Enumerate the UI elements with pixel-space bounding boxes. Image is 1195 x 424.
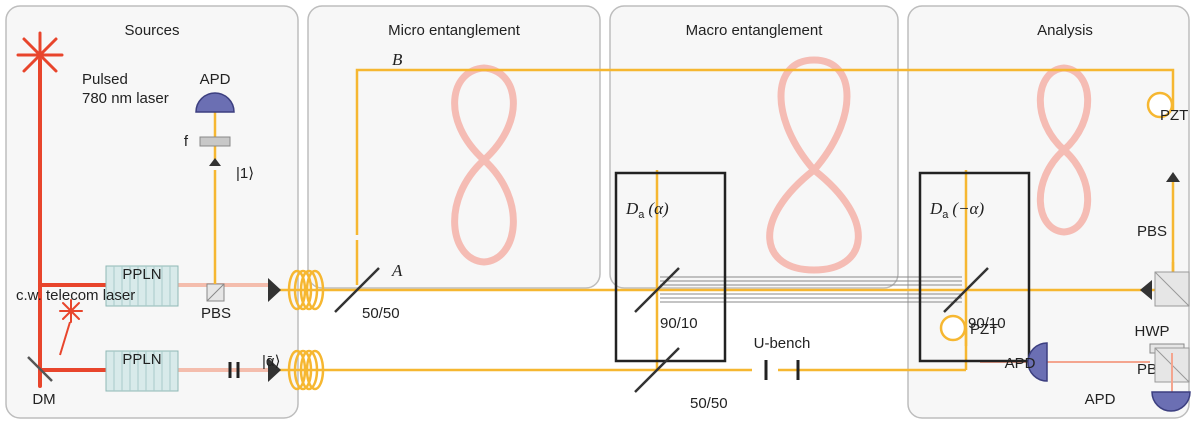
cw-laser-burst-icon bbox=[59, 299, 83, 323]
pbs-analysis-top-label: PBS bbox=[1137, 223, 1167, 240]
pzt-icon bbox=[1146, 91, 1174, 119]
cw-laser-beam bbox=[59, 321, 71, 356]
pzt-icon bbox=[939, 314, 967, 342]
mode-b-label: B bbox=[392, 50, 403, 69]
apd-detector-icon bbox=[1151, 391, 1191, 412]
fiber-coil-icon bbox=[287, 349, 325, 391]
hwp-label: HWP bbox=[1135, 323, 1170, 340]
bs-bottom-label: 50/50 bbox=[690, 395, 728, 412]
beam-splitter-icon bbox=[634, 347, 680, 393]
da-plus-label: Da(α) bbox=[625, 199, 669, 221]
ppln-top-label: PPLN bbox=[122, 266, 161, 283]
ket-alpha-label: |ᾱ⟩ bbox=[262, 353, 280, 370]
filter-label: f bbox=[184, 133, 189, 150]
polarizing-beam-splitter-icon bbox=[1154, 271, 1190, 307]
polarizing-beam-splitter-icon bbox=[206, 283, 225, 302]
bs-90-10-left-label: 90/10 bbox=[660, 315, 698, 332]
lemniscate-macro bbox=[766, 56, 862, 274]
u-bench-icon bbox=[764, 360, 800, 380]
pulsed-laser-label-1: Pulsed bbox=[82, 71, 128, 88]
bs-micro-label: 50/50 bbox=[362, 305, 400, 322]
beam-splitter-icon bbox=[943, 267, 989, 313]
beam-splitter-icon bbox=[634, 267, 680, 313]
dm-label: DM bbox=[32, 391, 55, 408]
laser-burst-icon bbox=[16, 31, 64, 79]
isolator-triangle-icon bbox=[268, 358, 281, 382]
macro-multiphoton-lines bbox=[660, 276, 962, 303]
pulsed-laser-label-2: 780 nm laser bbox=[82, 90, 169, 107]
pbs-sources-label: PBS bbox=[201, 305, 231, 322]
double-bar-icon bbox=[228, 362, 240, 378]
beam-splitter-icon bbox=[334, 267, 380, 313]
apd-left-label: APD bbox=[1005, 355, 1036, 372]
panel-micro-entanglement bbox=[307, 5, 601, 289]
panel-title-micro: Micro entanglement bbox=[388, 22, 521, 39]
panel-macro-entanglement bbox=[609, 5, 899, 289]
apd-detector-icon bbox=[195, 92, 235, 113]
isolator-triangle-icon bbox=[1140, 280, 1152, 300]
fiber-coil-icon bbox=[287, 269, 325, 311]
ket-one-label: |1⟩ bbox=[236, 165, 254, 182]
displacement-box-plus bbox=[614, 171, 727, 363]
lemniscate-analysis bbox=[1036, 64, 1092, 236]
pzt-top-label: PZT bbox=[1160, 107, 1188, 124]
pzt-mid-label: PZT bbox=[970, 321, 998, 338]
apd-bottom-label: APD bbox=[1085, 391, 1116, 408]
pump-laser-paths bbox=[38, 58, 112, 388]
apd-top-label: APD bbox=[200, 71, 231, 88]
isolator-triangle-icon bbox=[209, 158, 221, 166]
displacement-box-minus bbox=[918, 171, 1031, 363]
apd-detector-icon bbox=[1027, 342, 1048, 382]
ppln-bottom-label: PPLN bbox=[122, 351, 161, 368]
panel-analysis bbox=[907, 5, 1190, 419]
lemniscate-micro bbox=[451, 64, 517, 266]
filter-icon bbox=[199, 136, 231, 147]
u-bench-label: U-bench bbox=[754, 335, 811, 352]
da-minus-label: Da(−α) bbox=[929, 199, 984, 221]
isolator-triangle-icon bbox=[268, 278, 281, 302]
bs-90-10-right-label: 90/10 bbox=[968, 315, 1006, 332]
signal-beams bbox=[213, 68, 1175, 372]
dichroic-mirror-icon bbox=[27, 356, 53, 382]
ppln-crystal-bottom bbox=[105, 350, 179, 392]
ppln-crystal-top bbox=[105, 265, 179, 307]
panel-title-analysis: Analysis bbox=[1037, 22, 1093, 39]
panel-title-macro: Macro entanglement bbox=[686, 22, 824, 39]
cw-laser-label: c.w. telecom laser bbox=[16, 287, 135, 304]
panel-title-sources: Sources bbox=[124, 22, 179, 39]
mode-a-label: A bbox=[391, 261, 403, 280]
isolator-triangle-icon bbox=[1166, 172, 1180, 182]
